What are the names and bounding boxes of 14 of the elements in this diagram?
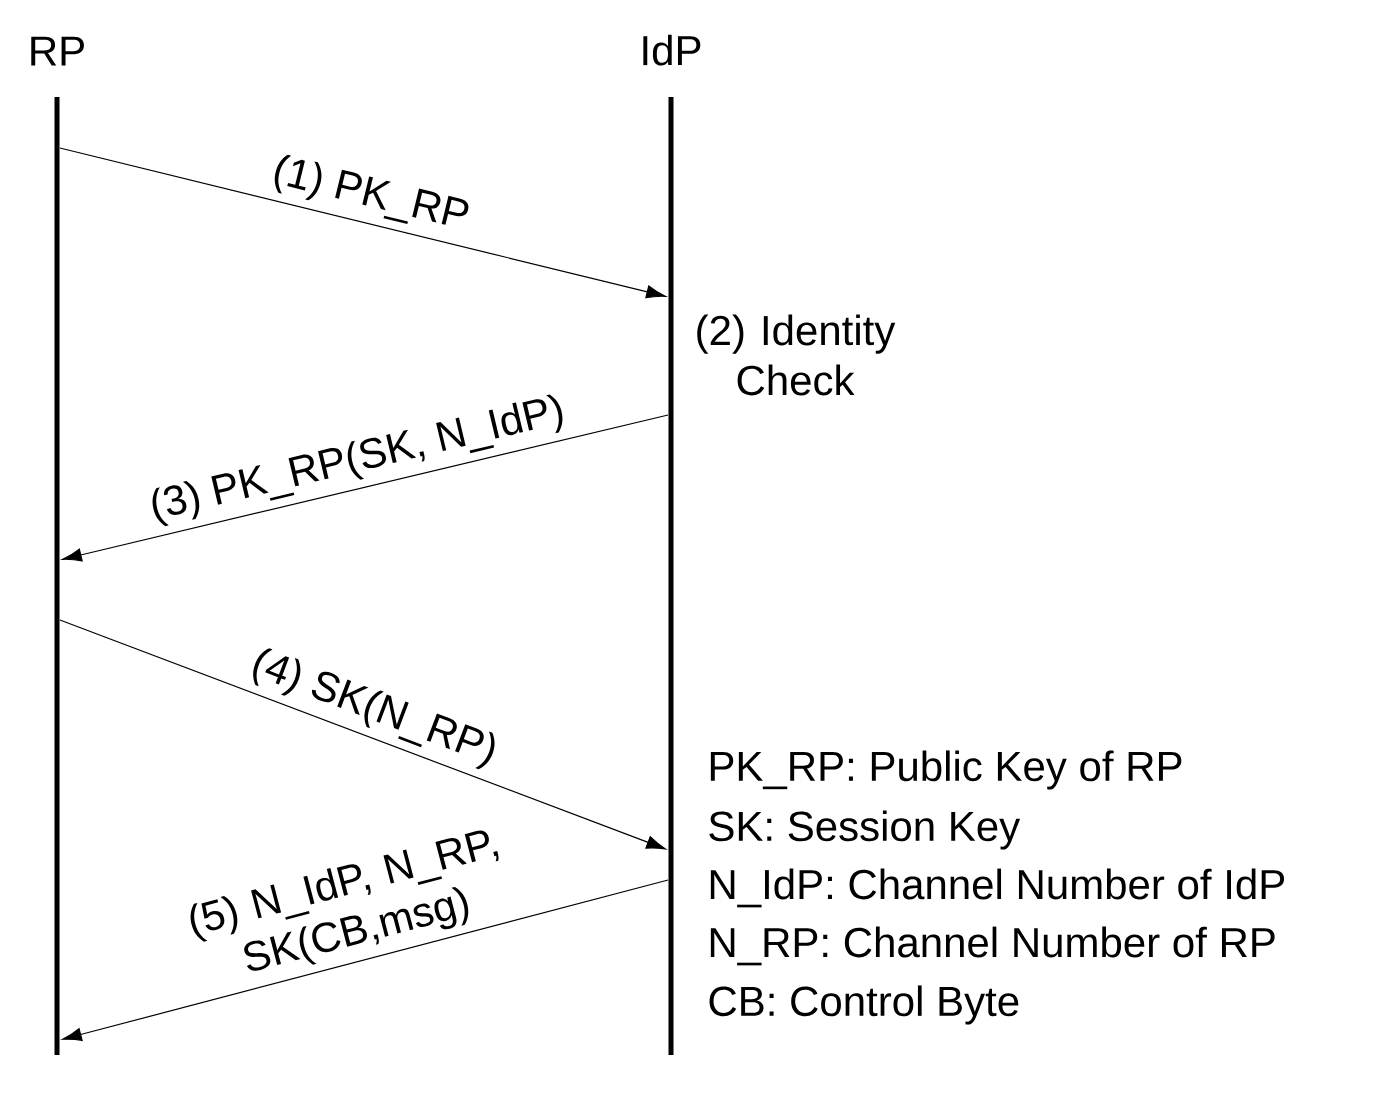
arrow	[62, 879, 669, 1041]
abbreviation-note: N_IdP: Channel Number of IdP	[710, 868, 1285, 908]
arrow	[59, 147, 666, 299]
edge-label: (1) PK_RP	[274, 154, 469, 225]
step-note: (2) Identity Check	[697, 314, 896, 396]
abbreviation-note: PK_RP: Public Key of RP	[710, 750, 1182, 790]
abbreviation-note: CB: Control Byte	[709, 985, 1019, 1025]
abbreviation-note: SK: Session Key	[709, 810, 1021, 850]
node-label: RP	[31, 36, 84, 66]
node-label: IdP	[643, 34, 701, 66]
abbreviation-note: N_RP: Channel Number of RP	[710, 926, 1275, 966]
arrow	[59, 619, 666, 850]
lifeline: RP	[31, 36, 84, 1055]
arrow	[62, 414, 669, 562]
